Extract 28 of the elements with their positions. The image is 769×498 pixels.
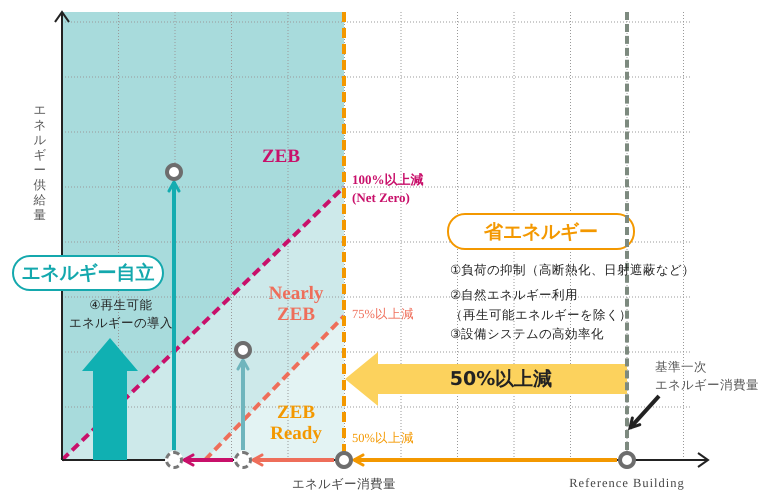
arrow-caption: ④再生可能エネルギーの導入	[68, 296, 174, 332]
block-arrow	[345, 352, 627, 406]
callout-text: 基準一次エネルギー消費量	[655, 358, 769, 394]
arrow	[352, 454, 617, 466]
axis-label: エネルギー供給量	[33, 102, 47, 222]
axis-label: Reference Building	[568, 476, 686, 491]
threshold-label: 75%以上減	[352, 306, 415, 323]
arrow	[168, 180, 180, 450]
heading-badge: エネルギー自立	[12, 255, 164, 291]
dashed-ring-marker	[234, 451, 252, 469]
zone-label: ZEB	[262, 146, 302, 168]
list-item: ③設備システムの高効率化	[450, 326, 606, 343]
list-item: ①負荷の抑制（高断熱化、日射遮蔽など）	[450, 262, 696, 279]
zone-label: ZEB Ready	[269, 402, 323, 444]
heading-badge: 省エネルギー	[447, 213, 635, 250]
arrow	[236, 358, 250, 450]
arrow	[628, 394, 660, 430]
arrow	[252, 454, 334, 466]
ring-marker	[618, 451, 636, 469]
arrow	[182, 454, 233, 466]
ring-marker	[335, 451, 353, 469]
axis-label: エネルギー消費量	[291, 476, 397, 493]
list-item: ②自然エネルギー利用（再生可能エネルギーを除く）	[450, 286, 633, 324]
arrow-label: 50%以上減	[448, 367, 554, 392]
zone-label: Nearly ZEB	[268, 283, 324, 325]
threshold-label: 100%以上減 (Net Zero)	[352, 171, 424, 207]
threshold-label: 50%以上減	[352, 430, 415, 447]
dashed-ring-marker	[165, 451, 183, 469]
